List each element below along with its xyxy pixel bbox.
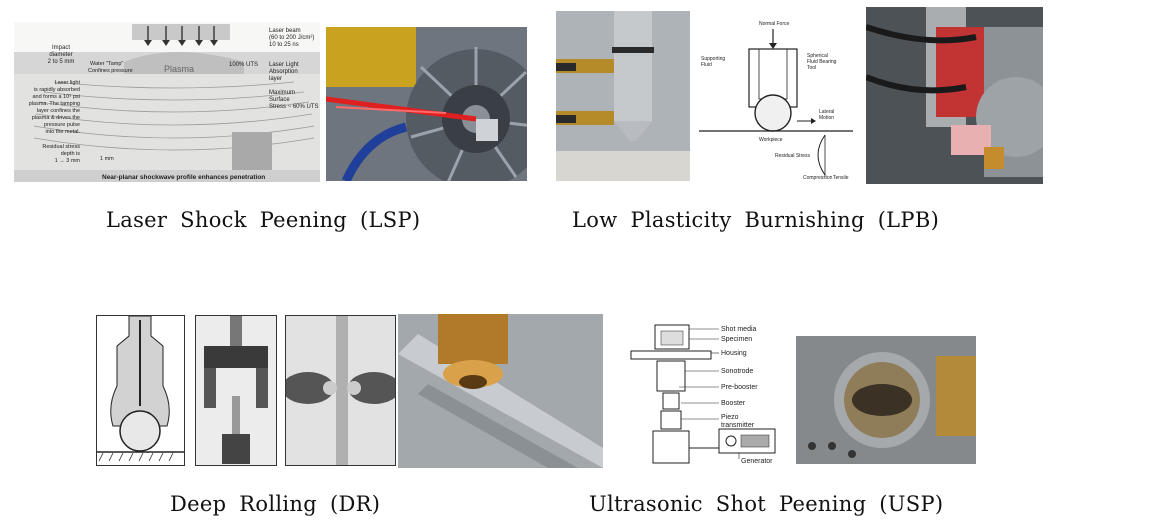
lsp-residual-line-2: depth is: [61, 151, 81, 157]
lpb-lateral-label-2: Motion: [819, 115, 834, 121]
usp-label-shot-media: Shot media: [721, 326, 757, 333]
lsp-diagram: Impact diameter 2 to 5 mm Laser beam (60…: [14, 22, 320, 182]
lsp-turbine-photo: [326, 27, 527, 181]
usp-label-specimen: Specimen: [721, 336, 752, 343]
dr-nozzle-photo: [398, 314, 603, 468]
lpb-workpiece-label: Workpiece: [759, 137, 783, 143]
lsp-light-line-3: and forms a 10⁵ psi: [32, 93, 80, 100]
lsp-maxstress-line-3: Stress ~ 60% UTS: [269, 104, 319, 110]
lpb-caption: Low Plasticity Burnishing (LPB): [572, 208, 939, 232]
lpb-compression-label: Compression: [803, 175, 833, 181]
dr-rolling-tool-photo: [195, 315, 277, 466]
dr-rollers-photo: [285, 315, 396, 466]
lsp-caption: Laser Shock Peening (LSP): [106, 208, 420, 232]
lpb-tool-label-3: Tool: [807, 65, 816, 71]
usp-label-pre-booster: Pre-booster: [721, 384, 758, 391]
lsp-water-label-2: Confines pressure: [88, 68, 133, 74]
lpb-tensile-label: Tensile: [833, 175, 849, 181]
lsp-light-line-6: plasma & drives the: [32, 115, 80, 121]
lsp-light-line-4: plasma. The tamping: [29, 101, 80, 107]
usp-label-generator: Generator: [741, 458, 773, 465]
lpb-normal-force-label: Normal Force: [759, 21, 790, 27]
lsp-scale-label: 1 mm: [100, 156, 114, 162]
lsp-uts-label: 100% UTS: [229, 62, 258, 68]
lpb-fluid-label-2: Fluid: [701, 62, 712, 68]
usp-label-transmitter: transmitter: [721, 422, 755, 429]
lsp-light-line-7: pressure pulse: [44, 122, 80, 128]
usp-label-housing: Housing: [721, 350, 747, 357]
usp-label-sonotrode: Sonotrode: [721, 368, 753, 375]
lsp-light-line-1: Laser light: [55, 80, 81, 86]
lsp-light-line-8: into the metal.: [45, 129, 80, 135]
lpb-diagram: Normal Force Supporting Fluid Spherical …: [699, 15, 853, 182]
lsp-water-label-1: Water "Tamp": [90, 61, 123, 67]
lsp-absorption-label-1: Laser Light: [269, 62, 299, 68]
lsp-light-line-2: is rapidly absorbed: [34, 87, 80, 93]
lsp-beam-label-3: 10 to 25 ns: [269, 42, 299, 48]
lpb-tool-photo: [556, 11, 690, 181]
usp-chamber-photo: [796, 336, 976, 464]
usp-diagram: Shot media Specimen Housing Sonotrode Pr…: [627, 323, 793, 467]
dr-tool-diagram: [96, 315, 185, 466]
lsp-beam-label-1: Laser beam: [269, 28, 301, 34]
lsp-absorption-label-3: layer: [269, 76, 282, 82]
lpb-residual-label: Residual Stress: [775, 153, 811, 159]
lpb-machine-photo: [866, 7, 1043, 184]
usp-caption: Ultrasonic Shot Peening (USP): [589, 492, 943, 516]
lsp-maxstress-line-1: Maximum: [269, 90, 295, 96]
lsp-plasma-label: Plasma: [164, 64, 194, 74]
lsp-residual-line-1: Residual stress: [42, 144, 80, 150]
lsp-impact-label-3: 2 to 5 mm: [48, 59, 75, 65]
lsp-beam-label-2: (60 to 200 J/cm²): [269, 35, 314, 41]
lsp-impact-label-1: Impact: [52, 45, 70, 51]
lsp-light-line-5: layer confines the: [37, 108, 80, 114]
lsp-absorption-label-2: Absorption: [269, 69, 298, 75]
lsp-maxstress-line-2: Surface: [269, 97, 290, 103]
lsp-footer-label: Near-planar shockwave profile enhances p…: [102, 174, 265, 181]
lsp-residual-line-3: 1 → 3 mm: [55, 158, 81, 164]
usp-label-booster: Booster: [721, 400, 746, 407]
dr-caption: Deep Rolling (DR): [170, 492, 380, 516]
usp-label-piezo: Piezo: [721, 414, 739, 421]
lsp-impact-label-2: diameter: [49, 52, 72, 58]
